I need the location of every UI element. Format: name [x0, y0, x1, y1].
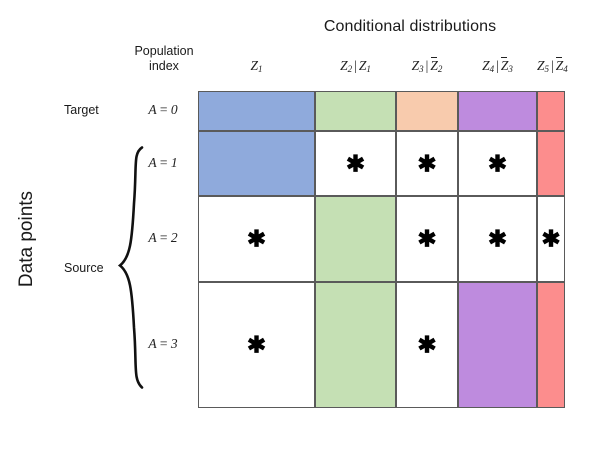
- matrix-cell-r2-c1: ✱: [198, 196, 315, 282]
- matrix-cell-r0-c1: [198, 91, 315, 131]
- matrix-cell-r0-c5: [537, 91, 565, 131]
- row-label-r3: A = 3: [148, 336, 178, 351]
- row-label-r0: A = 0: [148, 102, 178, 117]
- matrix-cell-r3-c4: [458, 282, 537, 408]
- population-index-caption: Population index: [128, 44, 200, 74]
- column-header-c4: Z4|Z3: [482, 57, 513, 74]
- matrix-cell-r2-c4: ✱: [458, 196, 537, 282]
- source-group-label: Source: [64, 260, 104, 275]
- matrix-cell-r1-c1: [198, 131, 315, 196]
- matrix-cell-r1-c2: ✱: [315, 131, 396, 196]
- row-label-r1: A = 1: [148, 154, 178, 170]
- matrix-cell-r0-c3: [396, 91, 458, 131]
- row-label-r2: A = 2: [148, 230, 178, 245]
- matrix-cell-r3-c5: [537, 282, 565, 408]
- column-header-c2: Z2|Z1: [340, 58, 371, 74]
- matrix-cell-r3-c3: ✱: [396, 282, 458, 408]
- asterisk-marker-icon: ✱: [417, 226, 437, 252]
- matrix-cell-r1-c5: [537, 131, 565, 196]
- matrix-cell-r1-c4: ✱: [458, 131, 537, 196]
- matrix-cell-r0-c2: [315, 91, 396, 131]
- asterisk-marker-icon: ✱: [417, 332, 437, 358]
- column-header-c3: Z3|Z2: [411, 57, 443, 74]
- source-brace-icon: [117, 146, 144, 389]
- matrix-cell-r3-c1: ✱: [198, 282, 315, 408]
- asterisk-marker-icon: ✱: [246, 332, 267, 358]
- target-group-label: Target: [64, 103, 99, 117]
- column-header-c5: Z5|Z4: [537, 57, 568, 74]
- matrix-cell-r2-c2: [315, 196, 396, 282]
- figure-title: Conditional distributions: [323, 18, 497, 35]
- population-index-line2: index: [149, 59, 179, 73]
- matrix-cell-r2-c5: ✱: [537, 196, 565, 282]
- asterisk-marker-icon: ✱: [345, 151, 366, 176]
- matrix-cell-r0-c4: [458, 91, 537, 131]
- population-index-line1: Population: [134, 44, 194, 58]
- asterisk-marker-icon: ✱: [487, 151, 508, 176]
- asterisk-marker-icon: ✱: [541, 226, 561, 252]
- matrix-cell-r3-c2: [315, 282, 396, 408]
- asterisk-marker-icon: ✱: [487, 226, 508, 252]
- asterisk-marker-icon: ✱: [417, 151, 437, 176]
- asterisk-marker-icon: ✱: [246, 226, 267, 252]
- matrix-cell-r2-c3: ✱: [396, 196, 458, 282]
- matrix-cell-r1-c3: ✱: [396, 131, 458, 196]
- vertical-axis-title: Data points: [16, 190, 37, 288]
- column-header-c1: Z1: [250, 58, 263, 74]
- matrix-grid: ✱ ✱ ✱ ✱ ✱ ✱ ✱ ✱ ✱: [198, 91, 565, 408]
